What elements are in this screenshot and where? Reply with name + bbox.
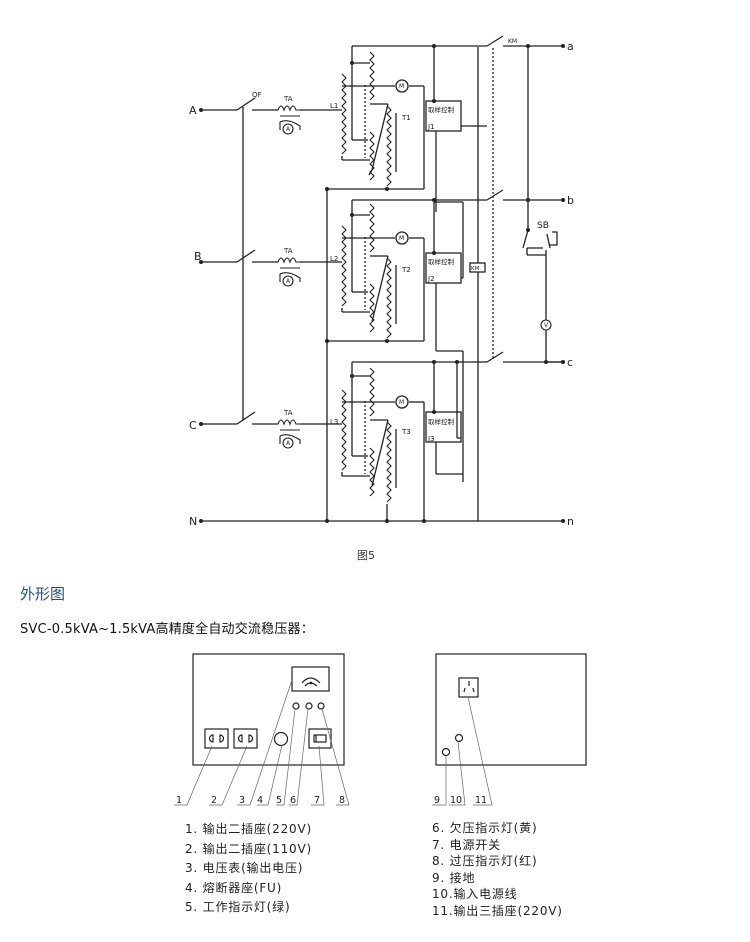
phase-block-2 [327,199,487,482]
legend-item: 3. 电压表(输出电压) [185,861,304,876]
section-title: 外形图 [20,585,66,603]
callout-6: 6 [290,795,296,806]
control-box-label-1: 取样控制 [428,105,455,114]
output-label-c: c [567,356,573,369]
appearance-diagram: 1 2 3 4 5 6 7 8 9 10 11 [174,653,587,806]
coil-label-2: L2 [330,255,338,263]
output-label-b: b [567,194,574,207]
control-box-label-2: 取样控制 [428,257,455,266]
contactor-label: KM [508,38,517,45]
voltmeter-symbol: V [544,322,549,329]
legend-item: 11.输出三插座(220V) [432,903,563,918]
fuse-holder [273,731,289,747]
callout-11: 11 [475,795,487,806]
callout-2: 2 [211,795,217,806]
phase-block-3 [341,361,487,521]
back-panel [435,653,587,766]
ground-terminal [441,747,451,757]
motor-symbol-1: M [399,83,404,90]
legend-left: 1. 输出二插座(220V) 2. 输出二插座(110V) 3. 电压表(输出电… [185,820,312,918]
legend-item: 9. 接地 [432,870,476,885]
callout-5: 5 [276,795,282,806]
outlet-110v [233,728,258,749]
power-switch [308,728,332,749]
legend-item: 10.输入电源线 [432,887,518,901]
output-label-a: a [567,40,574,53]
callout-8: 8 [339,795,345,806]
legend-right: 6. 欠压指示灯(黄) 7. 电源开关 8. 过压指示灯(红) 9. 接地 10… [432,820,563,919]
ta-label-1: TA [283,95,293,103]
relay-label-3: J3 [427,435,435,443]
ammeter-symbol-1: A [286,126,291,133]
wiring-diagram: A B C N a b c n QF TA TA TA L1 L2 L3 T1 … [189,35,574,528]
transformer-label-3: T3 [401,428,411,436]
output-label-n: n [567,515,574,528]
outlet-220v [204,728,229,749]
input-label-c: C [189,419,197,432]
callout-1: 1 [176,795,182,806]
outlet-three-pin [458,677,479,698]
control-box-label-3: 取样控制 [428,417,455,426]
transformer-label-1: T1 [401,114,411,122]
callout-10: 10 [450,795,462,806]
ammeter-symbol-2: A [286,278,291,285]
ta-label-2: TA [283,247,293,255]
motor-symbol-2: M [399,235,404,242]
input-cord [454,733,464,743]
product-title: SVC-0.5kVA~1.5kVA高精度全自动交流稳压器： [20,622,314,637]
breaker-label: QF [252,91,262,99]
legend-item: 5. 工作指示灯(绿) [185,900,291,915]
legend-item: 2. 输出二插座(110V) [185,841,312,856]
callout-7: 7 [314,795,320,806]
front-panel [192,653,345,766]
legend-item: 8. 过压指示灯(红) [432,854,538,868]
relay-label-1: J1 [427,123,435,131]
relay-label-2: J2 [427,275,435,283]
input-label-n: N [189,515,197,528]
ammeter-symbol-3: A [286,440,291,447]
voltmeter [291,666,330,692]
undervoltage-indicator [305,702,313,710]
ta-label-3: TA [283,409,293,417]
legend-item: 6. 欠压指示灯(黄) [432,821,538,835]
callout-9: 9 [434,795,440,806]
figure-caption: 图5 [357,549,375,562]
legend-item: 1. 输出二插座(220V) [185,822,312,836]
phase-block-1 [327,45,487,212]
input-label-a: A [189,104,197,117]
button-label: SB [537,221,549,231]
coil-label-3: L3 [330,418,338,426]
work-indicator [292,702,300,710]
input-label-b: B [194,250,202,263]
transformer-label-2: T2 [401,266,411,274]
callout-3: 3 [239,795,245,806]
overvoltage-indicator [317,702,325,710]
callout-4: 4 [257,795,263,806]
motor-symbol-3: M [399,399,404,406]
legend-item: 4. 熔断器座(FU) [185,880,283,895]
legend-item: 7. 电源开关 [432,837,501,852]
contactor-coil-label: KM [471,266,480,272]
coil-label-1: L1 [330,102,338,110]
